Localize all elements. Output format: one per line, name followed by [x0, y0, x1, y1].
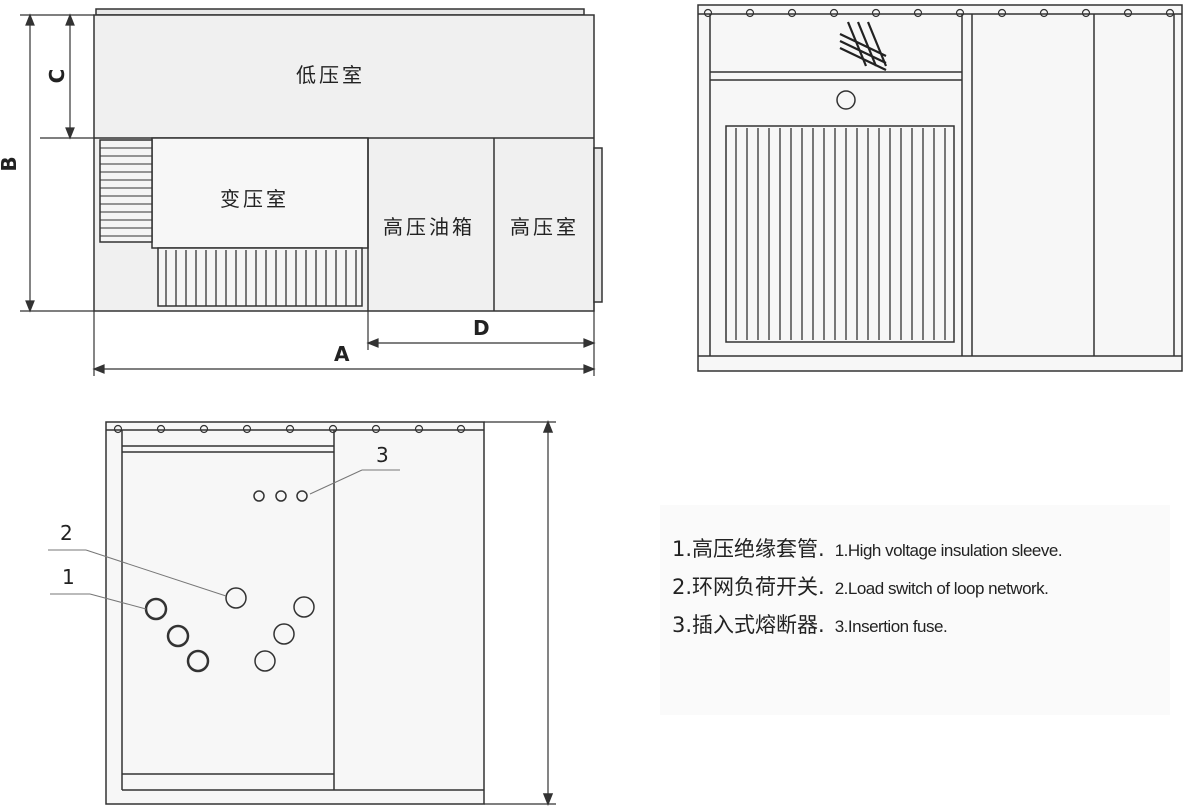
- louver-slats: [735, 128, 946, 340]
- layout-diagram: [20, 8, 603, 376]
- legend-item-1: 1.高压绝缘套管. 1.High voltage insulation sleev…: [672, 533, 1063, 563]
- legend-item-1-en: 1.High voltage insulation sleeve.: [834, 541, 1063, 560]
- side-door: [593, 147, 603, 303]
- transformer-room-label: 变压室: [220, 187, 289, 211]
- bushing-2: [166, 624, 190, 648]
- roof-lip: [95, 8, 585, 16]
- legend-item-2-en: 2.Load switch of loop network.: [834, 579, 1049, 598]
- fuse-3: [296, 490, 308, 502]
- callout-1-label: 1: [62, 565, 75, 589]
- hv-oil-tank-label: 高压油箱: [383, 215, 475, 239]
- mesh-vent-icon: [839, 21, 888, 71]
- legend-item-3-en: 3.Insertion fuse.: [834, 617, 948, 636]
- load-switch: [225, 587, 247, 609]
- bushing-4: [293, 596, 315, 618]
- callout-3-label: 3: [376, 443, 389, 467]
- lifting-lugs: [703, 8, 1175, 18]
- hv-panel-diagram: [48, 419, 556, 807]
- front-elevation-diagram: [697, 4, 1183, 372]
- side-vent: [99, 139, 153, 243]
- bushing-3: [186, 649, 210, 673]
- legend-item-2-zh: 2.环网负荷开关.: [672, 575, 825, 599]
- dimension-d-label: D: [473, 316, 490, 340]
- callout-leaders: [48, 469, 400, 610]
- transformer-fins: [157, 247, 363, 307]
- legend-item-3-zh: 3.插入式熔断器.: [672, 613, 825, 637]
- legend-item-2: 2.环网负荷开关. 2.Load switch of loop network.: [672, 571, 1049, 601]
- legend: 1.高压绝缘套管. 1.High voltage insulation sleev…: [660, 505, 1170, 715]
- bushing-6: [254, 650, 276, 672]
- fin-lines: [165, 250, 357, 306]
- hv-panel-body: [105, 421, 485, 805]
- louver-vent: [725, 125, 955, 343]
- dimension-b-label: B: [0, 156, 21, 171]
- indicator-lamp: [836, 90, 856, 110]
- legend-item-1-zh: 1.高压绝缘套管.: [672, 537, 825, 561]
- dimension-lines: [20, 13, 596, 376]
- bushing-5: [273, 623, 295, 645]
- dimension-c-label: C: [45, 69, 69, 84]
- dimension-a-label: A: [334, 342, 350, 366]
- callout-2-label: 2: [60, 521, 73, 545]
- panel-lugs: [113, 424, 466, 434]
- high-voltage-room-label: 高压室: [510, 215, 579, 239]
- fuse-1: [253, 490, 265, 502]
- fuse-2: [275, 490, 287, 502]
- legend-item-3: 3.插入式熔断器. 3.Insertion fuse.: [672, 609, 948, 639]
- side-vent-slats: [100, 147, 152, 237]
- low-voltage-room-label: 低压室: [296, 63, 365, 87]
